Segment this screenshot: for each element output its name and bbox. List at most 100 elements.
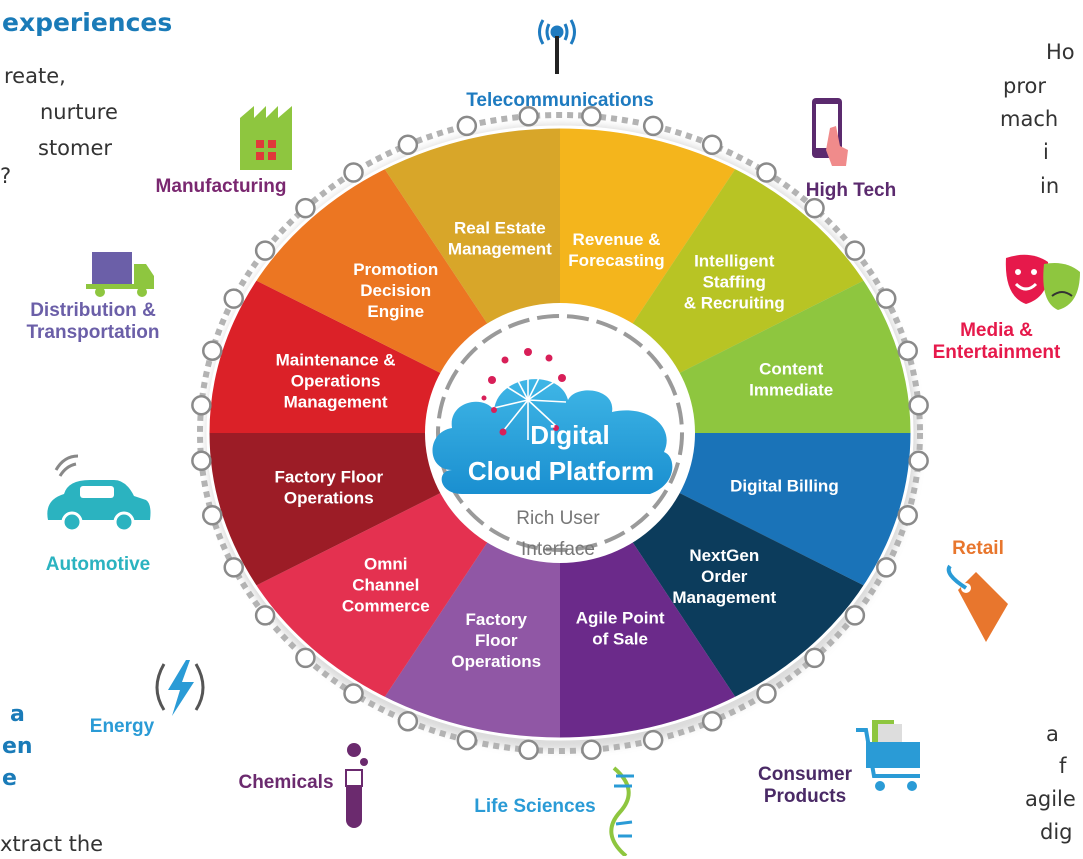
industry-media-entertainment: Media & Entertainment <box>910 320 1083 364</box>
factory-icon <box>240 106 292 170</box>
ring-node <box>518 739 539 761</box>
hub-title-line2: Cloud Platform <box>468 456 654 486</box>
ring-node <box>581 105 602 127</box>
segment-label: Digital Billing <box>730 476 839 495</box>
industry-automotive: Automotive <box>18 554 178 576</box>
left-lower-line: e <box>2 766 17 791</box>
right-body-line: dig <box>1040 820 1073 844</box>
cloud-icon <box>432 379 673 494</box>
right-body-line: f <box>1059 754 1067 778</box>
ring-node <box>191 450 212 471</box>
ring-node <box>908 395 929 416</box>
right-body-line: pror <box>1003 74 1046 98</box>
dna-icon <box>609 766 634 856</box>
ring-node <box>343 162 364 183</box>
industry-label: Energy <box>89 716 155 737</box>
right-body-line: Ho <box>1046 40 1075 64</box>
industry-label: Chemicals <box>238 772 334 793</box>
industry-life-sciences: Life Sciences <box>460 796 610 818</box>
right-body-line: mach <box>1000 107 1059 131</box>
ring-node <box>397 710 419 732</box>
firework-icon <box>493 354 567 440</box>
ring-node <box>191 395 212 416</box>
industry-label: Life Sciences <box>474 796 596 817</box>
left-body-line: ? <box>0 164 12 188</box>
ring-node <box>581 739 602 761</box>
ring-node <box>397 134 419 156</box>
industry-label: Distribution & Transportation <box>26 300 160 343</box>
ring-node <box>343 683 364 704</box>
industry-label: Manufacturing <box>155 176 287 197</box>
theater-masks-icon <box>1005 254 1080 310</box>
right-body-line: in <box>1040 174 1060 198</box>
ring-node <box>701 710 723 732</box>
industry-consumer-products: Consumer Products <box>738 764 872 808</box>
industry-manufacturing: Manufacturing <box>130 176 312 198</box>
segment-label: Revenue &Forecasting <box>568 230 664 270</box>
ring-node <box>295 197 316 219</box>
left-body-line: reate, <box>4 64 66 88</box>
left-bottom-line: xtract the <box>0 832 104 856</box>
ring-node <box>254 240 276 261</box>
right-body-line: agile <box>1025 787 1076 811</box>
left-lower-line: en <box>2 734 33 759</box>
hub-dashed-ring <box>436 314 684 552</box>
ring-node <box>756 683 777 704</box>
firework-dots <box>481 348 566 436</box>
hub-subtitle-line2: Interface <box>521 539 595 560</box>
ring-node <box>876 557 897 578</box>
hub-subtitle-line1: Rich User <box>516 508 600 529</box>
industry-label: Telecommunications <box>466 90 654 111</box>
industry-label: Consumer Products <box>758 764 852 807</box>
ring-node <box>804 197 825 219</box>
ring-node <box>844 240 866 261</box>
truck-icon <box>86 252 154 297</box>
ring-node <box>897 505 918 526</box>
shopping-cart-icon <box>856 720 920 791</box>
ring-node <box>701 134 723 156</box>
industry-distribution-transportation: Distribution & Transportation <box>0 300 186 344</box>
industry-label: Media & Entertainment <box>932 320 1061 363</box>
ring-node <box>876 288 897 309</box>
outer-dashed-ring <box>197 112 923 754</box>
industry-energy: Energy <box>76 716 168 738</box>
ring-node <box>844 605 866 626</box>
ring-node <box>756 162 777 183</box>
industry-chemicals: Chemicals <box>226 772 346 794</box>
right-body-line: a <box>1046 722 1059 746</box>
ring-node <box>642 115 664 137</box>
industry-label: Retail <box>952 538 1004 559</box>
price-tag-icon <box>946 564 1008 642</box>
industry-retail: Retail <box>938 538 1018 560</box>
ring-node <box>202 340 223 361</box>
ring-node <box>456 115 478 137</box>
ring-node <box>202 505 223 526</box>
hub-title-line1: Digital <box>530 420 609 450</box>
antenna-icon <box>538 19 576 74</box>
car-icon <box>47 454 151 533</box>
left-heading: experiences <box>2 8 173 37</box>
left-lower-line: a <box>10 702 25 727</box>
left-body-line: stomer <box>38 136 113 160</box>
industry-label: Automotive <box>45 554 151 575</box>
right-body-line: i <box>1043 140 1049 164</box>
ring-node <box>804 647 825 669</box>
ring-node <box>897 340 918 361</box>
wheel-border <box>206 125 914 741</box>
left-body-line: nurture <box>40 100 118 124</box>
ring-node <box>223 288 244 309</box>
ring-node <box>295 647 316 669</box>
ring-node <box>456 729 478 751</box>
